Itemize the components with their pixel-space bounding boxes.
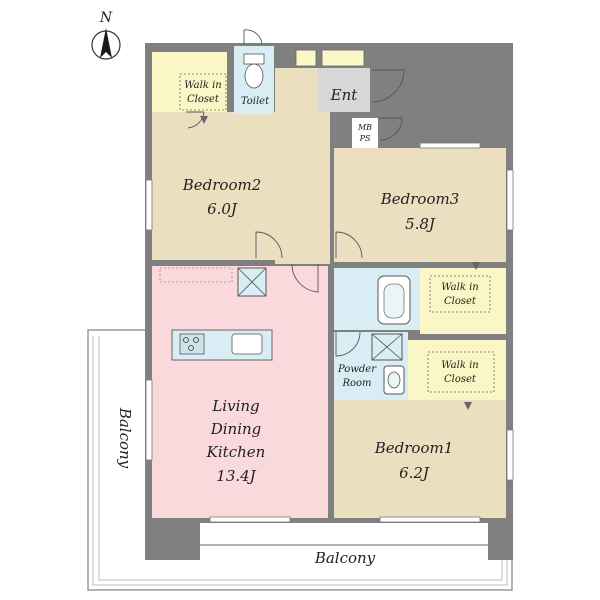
mbps-area bbox=[352, 118, 378, 148]
powder-line1: Powder bbox=[337, 364, 377, 375]
bedroom2-area bbox=[152, 112, 290, 260]
bedroom1-size: 6.2J bbox=[399, 464, 430, 482]
mbps-line1: MB bbox=[357, 123, 372, 132]
fridge-box bbox=[237, 267, 267, 297]
ldk-line1: Living bbox=[211, 397, 259, 415]
door-toilet bbox=[243, 29, 263, 45]
kitchen-counter bbox=[171, 329, 273, 361]
washing-machine-box bbox=[371, 333, 403, 361]
stove-icon bbox=[179, 333, 205, 355]
bedroom1-area bbox=[334, 400, 506, 518]
compass-arrow-icon bbox=[100, 28, 112, 58]
bedroom2-size: 6.0J bbox=[207, 200, 238, 218]
bedroom3-size: 5.8J bbox=[405, 215, 436, 233]
bedroom3-area bbox=[334, 148, 506, 262]
wic-middle-line2: Closet bbox=[444, 296, 477, 307]
walk-in-closet-lower bbox=[408, 340, 506, 400]
wic-middle-line1: Walk in bbox=[441, 282, 478, 293]
bathtub-icon bbox=[377, 275, 411, 325]
ldk-line2: Dining bbox=[210, 420, 262, 438]
door-bedroom3 bbox=[335, 231, 363, 259]
walk-in-closet-top bbox=[152, 52, 227, 112]
toilet-label: Toilet bbox=[241, 96, 270, 107]
column-bottom-left bbox=[145, 515, 200, 560]
door-bedroom2 bbox=[255, 231, 283, 259]
bedroom1-name: Bedroom1 bbox=[374, 439, 454, 457]
walk-in-closet-middle bbox=[420, 268, 506, 334]
wic-lower-line1: Walk in bbox=[441, 360, 478, 371]
ldk-size: 13.4J bbox=[216, 467, 256, 485]
closet-outline-top bbox=[179, 73, 227, 111]
door-entrance bbox=[371, 69, 405, 103]
sink-icon bbox=[231, 333, 263, 355]
shoe-cabinet-left bbox=[295, 49, 317, 67]
kitchen-cabinet bbox=[159, 267, 233, 283]
entrance-label: Ent bbox=[330, 86, 359, 104]
wic-lower-line2: Closet bbox=[444, 374, 477, 385]
bedroom3-name: Bedroom3 bbox=[380, 190, 460, 208]
door-powder bbox=[335, 331, 361, 357]
balcony-bottom-label: Balcony bbox=[314, 549, 376, 567]
mbps-line2: PS bbox=[359, 134, 371, 143]
powder-line2: Room bbox=[341, 378, 371, 389]
column-bottom-right bbox=[488, 515, 513, 560]
basin-icon bbox=[383, 365, 405, 395]
wic-top-line2: Closet bbox=[187, 94, 220, 105]
door-ldk bbox=[291, 263, 319, 293]
door-wic-top bbox=[186, 111, 205, 129]
balcony-left-label: Balcony bbox=[116, 407, 134, 469]
wic-top-line1: Walk in bbox=[184, 80, 221, 91]
toilet-icon bbox=[243, 53, 265, 89]
ldk-area bbox=[152, 266, 328, 518]
entrance-area bbox=[318, 68, 370, 112]
bedroom2-name: Bedroom2 bbox=[182, 176, 262, 194]
compass-label: N bbox=[99, 10, 113, 26]
shoe-cabinet-right bbox=[321, 49, 365, 67]
door-swings bbox=[186, 29, 405, 357]
north-compass: N bbox=[91, 10, 121, 60]
closet-outline-lower bbox=[427, 351, 495, 393]
windows bbox=[145, 142, 514, 523]
ldk-line3: Kitchen bbox=[206, 443, 266, 461]
door-mbps bbox=[378, 117, 403, 141]
direction-markers bbox=[200, 116, 480, 410]
closet-outline-middle bbox=[429, 275, 491, 313]
